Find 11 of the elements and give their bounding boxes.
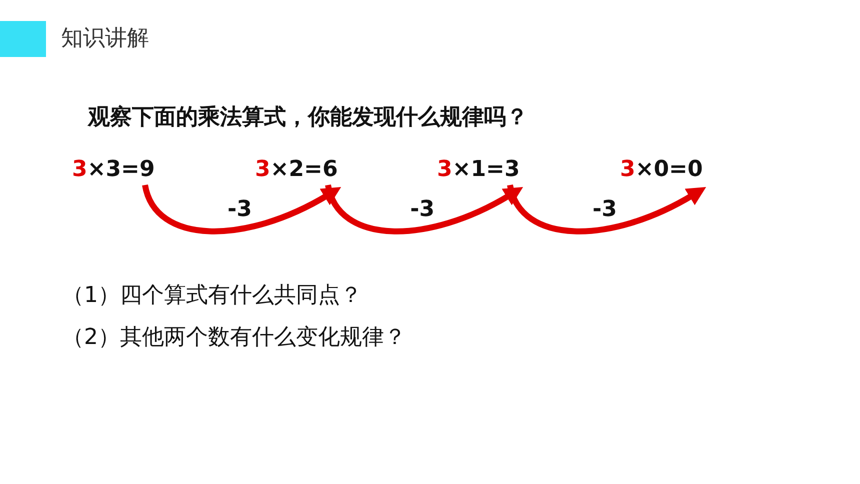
curved-arrow (507, 184, 706, 234)
curved-arrow (325, 184, 524, 234)
section-title: 知识讲解 (61, 25, 149, 53)
equation: 3×1=3 (437, 155, 520, 185)
equation: 3×3=9 (72, 155, 155, 185)
question-heading: 观察下面的乘法算式，你能发现什么规律吗？ (88, 104, 528, 132)
curved-arrow (142, 184, 342, 234)
equation: 3×0=0 (620, 155, 703, 185)
equation: 3×2=6 (255, 155, 338, 185)
question-text: （1）四个算式有什么共同点？ (62, 282, 362, 310)
question-text: （2）其他两个数有什么变化规律？ (62, 324, 406, 352)
